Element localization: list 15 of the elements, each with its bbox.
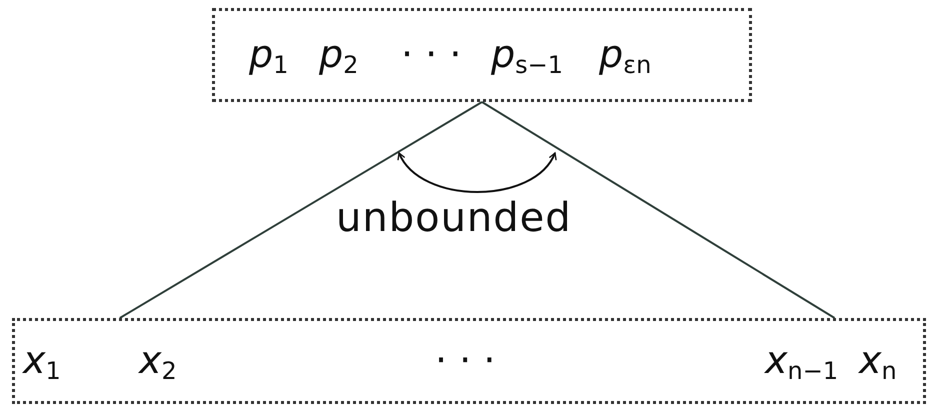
math-symbol: x$_{2}$: [139, 341, 177, 383]
math-symbol: x$_{n−1}$: [765, 341, 838, 383]
connector-line: [119, 101, 483, 319]
math-symbol: p$_{2}$: [319, 35, 358, 77]
ellipsis: · · ·: [435, 341, 496, 379]
dotted-box: [212, 8, 752, 102]
arc-label: unbounded: [336, 198, 572, 238]
math-symbol: p$_{εn}$: [599, 35, 652, 77]
dotted-box: [12, 318, 926, 404]
math-symbol: p$_{s−1}$: [491, 35, 564, 77]
connector-line: [481, 101, 836, 319]
ellipsis: · · ·: [401, 35, 462, 73]
math-symbol: x$_{1}$: [23, 341, 61, 383]
math-symbol: x$_{n}$: [859, 341, 897, 383]
math-symbol: p$_{1}$: [249, 35, 288, 77]
